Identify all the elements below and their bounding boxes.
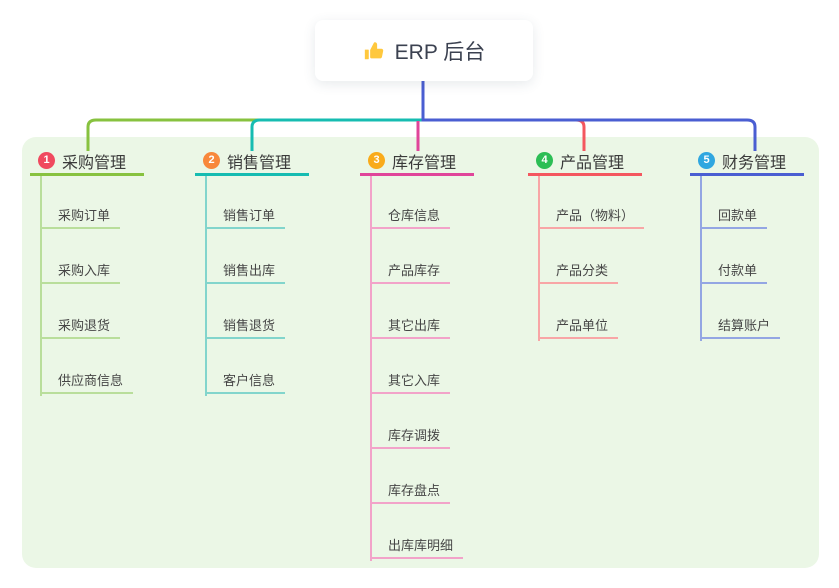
branches-panel	[22, 137, 819, 568]
branch-child-label: 产品分类	[556, 263, 609, 278]
branch-child-label: 出库库明细	[388, 538, 454, 553]
thumbs-up-icon	[363, 40, 385, 62]
branch-node: 4 产品管理 产品（物料） 产品分类 产品单位	[528, 148, 645, 341]
branch-spine-line	[538, 176, 540, 341]
branch-spine-line	[40, 176, 42, 396]
branch-child-item[interactable]: 库存盘点	[370, 480, 451, 504]
root-title: ERP 后台	[394, 40, 486, 64]
branch-number-badge: 1	[38, 152, 55, 169]
branch-spine-line	[205, 176, 207, 396]
branch-node: 1 采购管理 采购订单 采购入库 采购退货 供应商信息	[30, 148, 144, 396]
branch-child-label: 采购入库	[58, 263, 111, 278]
branch-node: 5 财务管理 回款单 付款单 结算账户	[690, 148, 804, 341]
branch-child-item[interactable]: 销售退货	[205, 315, 286, 339]
branch-number-badge: 4	[536, 152, 553, 169]
branch-child-item[interactable]: 产品分类	[538, 260, 619, 284]
branch-child-label: 付款单	[718, 263, 758, 278]
branch-child-item[interactable]: 采购入库	[40, 260, 121, 284]
branch-child-label: 产品单位	[556, 318, 609, 333]
branch-child-item[interactable]: 仓库信息	[370, 205, 451, 229]
branch-node: 3 库存管理 仓库信息 产品库存 其它出库 其它入库 库存调拨 库存盘点 出库库…	[360, 148, 474, 561]
branch-child-item[interactable]: 采购退货	[40, 315, 121, 339]
branch-child-item[interactable]: 结算账户	[700, 315, 781, 339]
branch-child-label: 销售订单	[223, 208, 276, 223]
branch-child-item[interactable]: 客户信息	[205, 370, 286, 394]
branch-child-item[interactable]: 库存调拨	[370, 425, 451, 449]
branch-child-label: 其它入库	[388, 373, 441, 388]
branch-title-label: 财务管理	[722, 154, 787, 172]
branch-child-label: 采购订单	[58, 208, 111, 223]
branch-number-badge: 5	[698, 152, 715, 169]
branch-title[interactable]: 3 库存管理	[360, 148, 474, 176]
branch-child-label: 客户信息	[223, 373, 276, 388]
branch-child-item[interactable]: 销售订单	[205, 205, 286, 229]
branch-node: 2 销售管理 销售订单 销售出库 销售退货 客户信息	[195, 148, 309, 396]
branch-title[interactable]: 1 采购管理	[30, 148, 144, 176]
branch-child-item[interactable]: 供应商信息	[40, 370, 134, 394]
branch-title-label: 采购管理	[62, 154, 127, 172]
branch-child-label: 产品（物料）	[556, 208, 635, 223]
branch-child-label: 结算账户	[718, 318, 771, 333]
branch-child-item[interactable]: 出库库明细	[370, 535, 464, 559]
branch-title-label: 销售管理	[227, 154, 292, 172]
branch-child-item[interactable]: 其它出库	[370, 315, 451, 339]
branch-title[interactable]: 5 财务管理	[690, 148, 804, 176]
branch-child-label: 供应商信息	[58, 373, 124, 388]
branch-child-label: 回款单	[718, 208, 758, 223]
branch-spine-line	[700, 176, 702, 341]
branch-child-label: 库存调拨	[388, 428, 441, 443]
branch-child-label: 产品库存	[388, 263, 441, 278]
branch-child-label: 采购退货	[58, 318, 111, 333]
branch-child-label: 其它出库	[388, 318, 441, 333]
branch-title-label: 产品管理	[560, 154, 625, 172]
branch-title[interactable]: 2 销售管理	[195, 148, 309, 176]
branch-child-item[interactable]: 其它入库	[370, 370, 451, 394]
branch-child-label: 销售退货	[223, 318, 276, 333]
branch-title[interactable]: 4 产品管理	[528, 148, 642, 176]
branch-child-item[interactable]: 付款单	[700, 260, 768, 284]
branch-child-label: 销售出库	[223, 263, 276, 278]
root-node[interactable]: ERP 后台	[315, 20, 533, 81]
branch-child-item[interactable]: 产品（物料）	[538, 205, 645, 229]
branch-child-label: 库存盘点	[388, 483, 441, 498]
branch-child-item[interactable]: 回款单	[700, 205, 768, 229]
branch-number-badge: 3	[368, 152, 385, 169]
branch-title-label: 库存管理	[392, 154, 457, 172]
branch-child-item[interactable]: 销售出库	[205, 260, 286, 284]
branch-child-item[interactable]: 产品单位	[538, 315, 619, 339]
branch-number-badge: 2	[203, 152, 220, 169]
branch-spine-line	[370, 176, 372, 561]
branch-child-label: 仓库信息	[388, 208, 441, 223]
branch-child-item[interactable]: 采购订单	[40, 205, 121, 229]
branch-child-item[interactable]: 产品库存	[370, 260, 451, 284]
